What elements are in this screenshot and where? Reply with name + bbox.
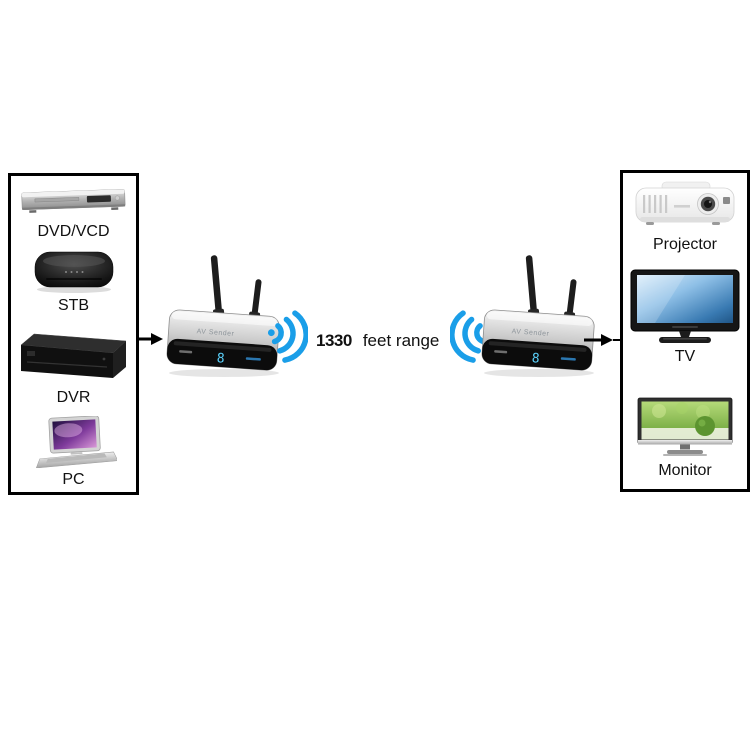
transmitter-led-display: 8 <box>216 351 225 367</box>
range-distance: 1330 <box>316 331 352 350</box>
monitor-icon <box>637 397 733 456</box>
figure-laptop: PC <box>11 416 136 490</box>
tv-icon <box>630 269 740 343</box>
range-unit: feet range <box>362 331 440 350</box>
device-label: STB <box>57 297 90 314</box>
wifi-signal-icon <box>267 310 308 363</box>
sinks-box: Projector TV <box>620 170 750 492</box>
arrow-right-icon <box>136 333 163 345</box>
projector-icon <box>635 181 735 225</box>
antenna-short-icon <box>563 279 577 321</box>
dvd-player-icon <box>20 188 125 213</box>
device-label: Projector <box>652 236 718 253</box>
range-text: 1330 feet range <box>316 331 439 350</box>
transmitter-front-panel <box>166 338 278 371</box>
device-label: TV <box>674 348 696 365</box>
arrow-right-icon <box>584 334 622 346</box>
device-label: Monitor <box>658 462 712 479</box>
figure-set-top-box: STB <box>11 248 136 316</box>
antenna-tall-icon <box>210 255 225 319</box>
antenna-tall-icon <box>525 255 540 319</box>
av-sender-receiver: AV Sender 8 <box>481 255 595 377</box>
transmitter-body: AV Sender 8 <box>166 309 280 371</box>
figure-projector: Projector <box>623 179 747 255</box>
set-top-box-icon <box>34 251 113 293</box>
receiver-brand-text: AV Sender <box>511 328 549 338</box>
figure-tv: TV <box>623 269 747 367</box>
device-label: DVR <box>56 389 91 406</box>
transmitter-brand-text: AV Sender <box>196 328 234 338</box>
antenna-short-icon <box>248 279 262 321</box>
figure-monitor: Monitor <box>623 397 747 481</box>
figure-dvd-player: DVD/VCD <box>11 182 136 242</box>
laptop-icon <box>35 416 117 468</box>
av-sender-transmitter: AV Sender 8 <box>166 255 280 377</box>
receiver-body: AV Sender 8 <box>481 309 595 371</box>
receiver-front-panel <box>481 338 593 371</box>
figure-dvr: DVR <box>11 326 136 408</box>
dvr-icon <box>19 333 127 378</box>
receiver-led-display: 8 <box>531 351 540 367</box>
device-label: DVD/VCD <box>37 223 110 240</box>
device-label: PC <box>62 471 85 488</box>
sources-box: DVD/VCD STB DVR <box>8 173 139 495</box>
